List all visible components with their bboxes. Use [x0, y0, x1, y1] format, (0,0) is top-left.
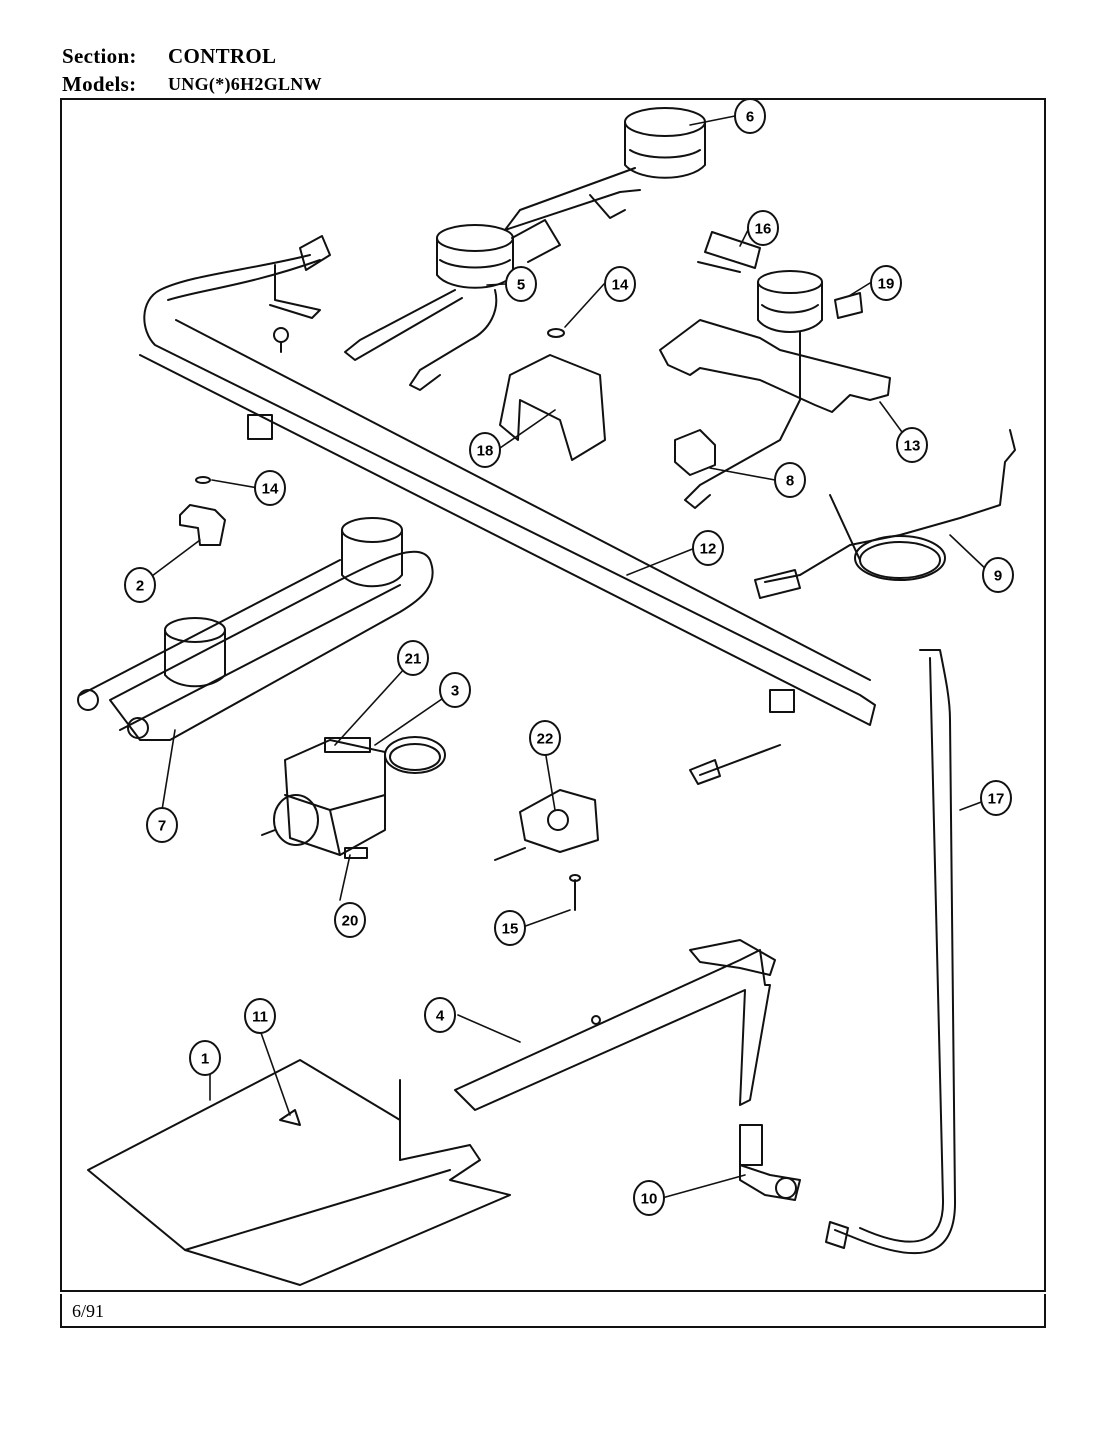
footer-box — [60, 1294, 1046, 1328]
callout-circle-12 — [692, 530, 724, 566]
orifice-nut — [689, 759, 721, 785]
gas-tube — [834, 649, 957, 1255]
callout-label-20: 20 — [342, 913, 359, 930]
callout-circle-6 — [734, 98, 766, 134]
top-right-burner-group — [344, 107, 706, 391]
callout-label-2: 2 — [136, 578, 144, 595]
tube-fitting — [825, 1221, 849, 1249]
callout-label-12: 12 — [700, 541, 717, 558]
callout-circle-8 — [774, 462, 806, 498]
callout-label-10: 10 — [641, 1191, 658, 1208]
safety-valve — [494, 789, 599, 911]
callout-label-21: 21 — [405, 651, 422, 668]
callout-circle-19 — [870, 265, 902, 301]
gas-tube-inner — [859, 657, 945, 1243]
models-value: UNG(*)6H2GLNW — [168, 74, 322, 94]
callout-circle-4 — [424, 997, 456, 1033]
callout-label-14: 14 — [262, 481, 279, 498]
callout-label-22: 22 — [537, 731, 554, 748]
oven-burner-assembly — [77, 517, 434, 741]
callout-circle-21 — [397, 640, 429, 676]
callout-circle-16 — [747, 210, 779, 246]
callout-circle-9 — [982, 557, 1014, 593]
leader-lines — [139, 115, 993, 1199]
callout-circle-2 — [124, 567, 156, 603]
diagram-frame — [60, 98, 1046, 1292]
callout-circle-20 — [334, 902, 366, 938]
orifice-fitting — [699, 744, 781, 776]
callout-circle-11 — [244, 998, 276, 1034]
callout-label-8: 8 — [786, 473, 794, 490]
callout-circle-7 — [146, 807, 178, 843]
manifold-part — [139, 235, 876, 726]
callout-circle-18 — [469, 432, 501, 468]
footer-date: 6/91 — [72, 1301, 105, 1321]
callout-label-15: 15 — [502, 921, 519, 938]
callout-label-3: 3 — [451, 683, 459, 700]
callout-circle-22 — [529, 720, 561, 756]
thermostat-valve — [261, 736, 446, 859]
callout-circle-15 — [494, 910, 526, 946]
callout-label-4: 4 — [436, 1008, 445, 1025]
callout-circle-3 — [439, 672, 471, 708]
callout-circle-17 — [980, 780, 1012, 816]
burner-shield — [87, 1059, 511, 1286]
callout-label-13: 13 — [904, 438, 921, 455]
section-label: Section: — [62, 44, 137, 68]
callout-circle-14 — [604, 266, 636, 302]
callout-circle-1 — [189, 1040, 221, 1076]
callout-label-18: 18 — [477, 443, 494, 460]
callout-circle-14 — [254, 470, 286, 506]
right-burner-group — [659, 231, 891, 509]
callout-label-11: 11 — [252, 1009, 268, 1026]
callout-circle-13 — [896, 427, 928, 463]
callout-label-9: 9 — [994, 568, 1002, 585]
callout-label-16: 16 — [755, 221, 772, 238]
callout-label-7: 7 — [158, 818, 166, 835]
callout-label-17: 17 — [988, 791, 1005, 808]
callout-label-5: 5 — [517, 277, 525, 294]
burner-support — [454, 939, 776, 1111]
callout-circle-5 — [505, 266, 537, 302]
thermocouple-part — [754, 429, 1016, 599]
section-value: CONTROL — [168, 44, 277, 68]
callout-label-19: 19 — [878, 276, 895, 293]
callout-label-6: 6 — [746, 109, 754, 126]
models-label: Models: — [62, 72, 137, 96]
callout-label-14: 14 — [612, 277, 629, 294]
elbow-fitting — [739, 1124, 801, 1201]
callout-label-1: 1 — [201, 1051, 209, 1068]
callout-circle-10 — [633, 1180, 665, 1216]
small-brackets — [179, 328, 716, 546]
